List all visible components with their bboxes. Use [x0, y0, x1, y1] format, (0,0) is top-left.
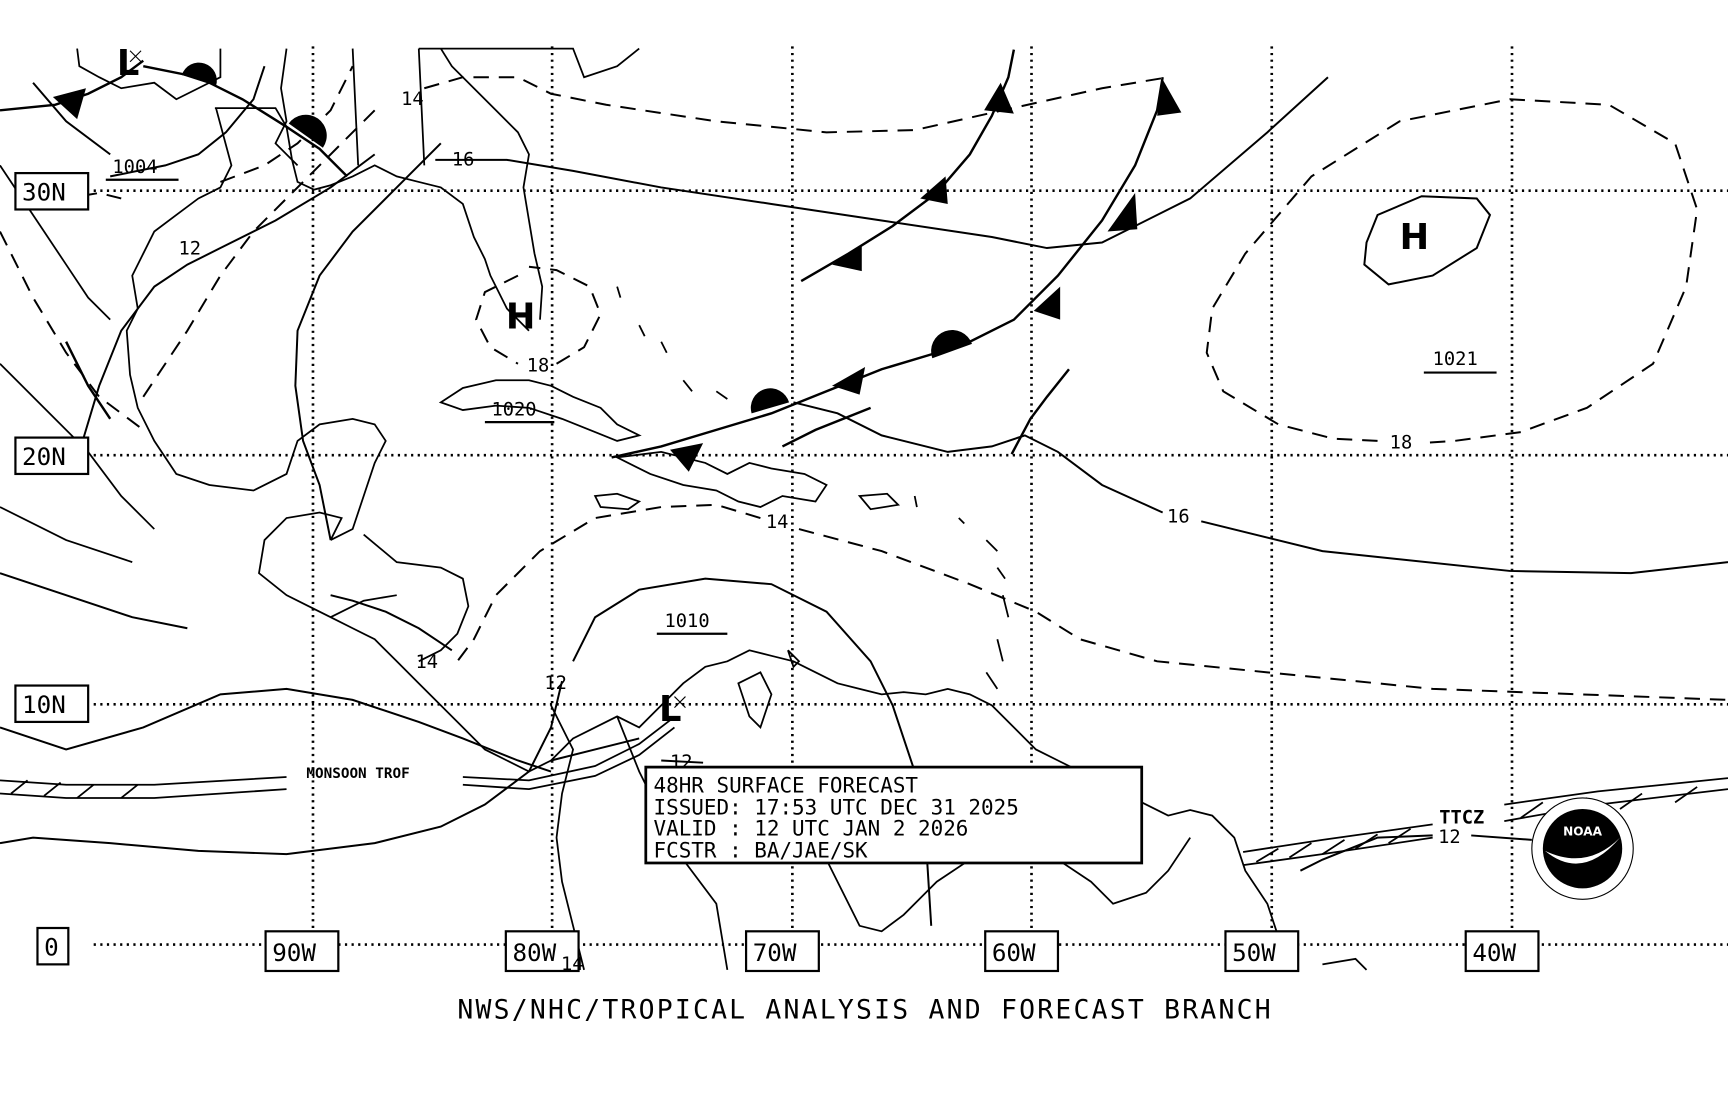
issued-time: ISSUED: 17:53 UTC DEC 31 2025: [654, 795, 1019, 819]
lat-label-30n: 30N: [22, 178, 66, 207]
isobar-label: 14: [401, 89, 424, 110]
isobar-label: 12: [179, 239, 202, 260]
pressure-centers: L 1004 H 1020 H 1021 L 1010: [105, 43, 1497, 730]
pressure-value: 1010: [665, 611, 710, 632]
low-symbol: L: [659, 689, 681, 730]
lon-label-80w: 80W: [512, 938, 556, 967]
isobar-label: 12: [1438, 827, 1461, 848]
lon-label-40w: 40W: [1472, 938, 1516, 967]
isobar-label: 12: [544, 673, 567, 694]
coastlines: [0, 47, 1368, 971]
isobar-label: 16: [452, 149, 475, 170]
noaa-logo-text: NOAA: [1563, 824, 1602, 838]
isobar-label: 14: [415, 652, 438, 673]
isobar-label: 14: [766, 512, 789, 533]
pressure-value: 1004: [112, 157, 157, 178]
low-center-x-icon: [129, 50, 686, 708]
pressure-value: 1020: [492, 400, 537, 421]
fronts: [0, 49, 1182, 472]
cold-front-barb: [52, 88, 86, 120]
forecast-info-box: 48HR SURFACE FORECAST ISSUED: 17:53 UTC …: [644, 765, 1144, 865]
high-symbol: H: [1400, 217, 1430, 258]
lon-label-60w: 60W: [992, 938, 1036, 967]
isobar-label: 18: [527, 355, 550, 376]
high-symbol: H: [506, 296, 536, 337]
lon-label-50w: 50W: [1232, 938, 1276, 967]
lat-label-0: 0: [44, 933, 59, 962]
lat-label-20n: 20N: [22, 442, 66, 471]
latitude-labels: 30N 20N 10N 0: [14, 172, 90, 966]
low-symbol: L: [117, 43, 139, 84]
forecast-title: 48HR SURFACE FORECAST: [654, 773, 919, 797]
longitude-labels: 90W 80W 70W 60W 50W 40W: [264, 930, 1540, 973]
isobars: [0, 65, 1728, 926]
isobar-label: 14: [561, 954, 584, 975]
isobar-label: 16: [1167, 506, 1190, 527]
lon-label-90w: 90W: [272, 938, 316, 967]
forecasters: FCSTR : BA/JAE/SK: [654, 838, 869, 862]
ttcz-label: TTCZ: [1439, 807, 1484, 828]
lon-label-70w: 70W: [753, 938, 797, 967]
footer-title: NWS/NHC/TROPICAL ANALYSIS AND FORECAST B…: [457, 994, 1272, 1025]
lat-label-10n: 10N: [22, 690, 66, 719]
noaa-logo: NOAA: [1531, 797, 1634, 900]
isobar-label: 18: [1390, 433, 1413, 454]
valid-time: VALID : 12 UTC JAN 2 2026: [654, 816, 969, 840]
pressure-value: 1021: [1433, 349, 1478, 370]
monsoon-trough-label: MONSOON TROF: [306, 766, 409, 782]
